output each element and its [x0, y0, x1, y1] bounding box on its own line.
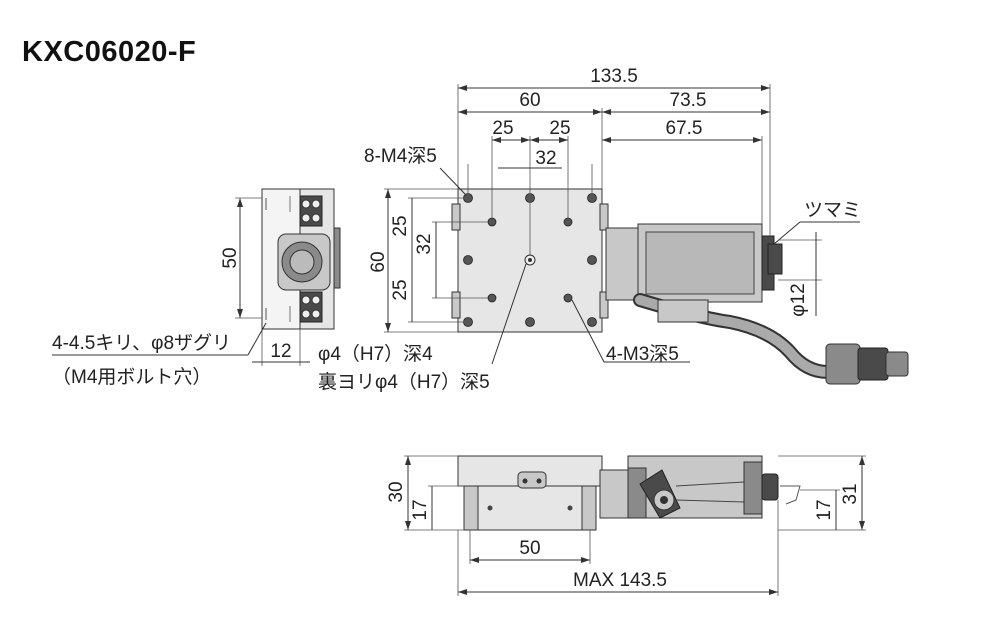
hole-m4 [463, 193, 473, 203]
dim-knob-diameter: φ12 [788, 283, 809, 316]
front-view [457, 455, 801, 531]
dim-max-length: MAX 143.5 [573, 570, 667, 591]
note-mount-bolt: （M4用ボルト穴） [52, 366, 211, 388]
dim-motor-body: 67.5 [666, 118, 703, 139]
dim-table-width: 60 [519, 90, 540, 111]
dim-v-pitch-1: 25 [390, 215, 411, 236]
front-base [463, 485, 597, 531]
hole-m3 [487, 293, 497, 303]
dim-front-height: 30 [386, 481, 407, 502]
dim-motor-length: 73.5 [670, 90, 707, 111]
note-mount-holes: 4-4.5キリ、φ8ザグリ [52, 332, 231, 354]
dim-hole-pitch-a: 25 [492, 118, 513, 139]
dim-front-base-right: 17 [814, 499, 835, 520]
note-phi4-back: 裏ヨリφ4（H7）深5 [318, 371, 490, 393]
front-clamp [517, 471, 547, 489]
dim-front-pitch: 50 [519, 538, 540, 559]
dim-front-overall-height: 31 [840, 483, 861, 504]
connector [825, 343, 861, 385]
dim-v-pitch-2: 25 [390, 279, 411, 300]
hole-m3 [487, 217, 497, 227]
hole-m4 [587, 255, 597, 265]
note-m3-holes: 4-M3深5 [606, 343, 679, 365]
side-view [261, 188, 341, 330]
hole-m4 [587, 193, 597, 203]
hole-m3 [563, 293, 573, 303]
hole-m4 [463, 255, 473, 265]
note-knob: ツマミ [804, 200, 861, 221]
dim-hole-pitch-b: 25 [549, 118, 570, 139]
dim-v-pitch-32: 32 [414, 233, 435, 254]
note-phi4-hole: φ4（H7）深4 [318, 343, 433, 365]
top-view [451, 188, 909, 385]
dim-table-depth: 60 [368, 251, 389, 272]
hole-m4 [525, 317, 535, 327]
dim-side-height: 50 [220, 247, 241, 268]
hole-m3 [563, 217, 573, 227]
motor-flange [605, 227, 639, 301]
dim-hole-pitch-32: 32 [535, 148, 556, 169]
hole-m4 [587, 317, 597, 327]
dim-side-width: 12 [270, 341, 291, 362]
note-m4-holes: 8-M4深5 [364, 145, 437, 167]
front-knob [761, 473, 779, 501]
hole-m4 [463, 317, 473, 327]
model-title: KXC06020-F [22, 36, 197, 68]
dim-overall-length: 133.5 [590, 66, 638, 87]
dim-front-base-left: 17 [410, 499, 431, 520]
